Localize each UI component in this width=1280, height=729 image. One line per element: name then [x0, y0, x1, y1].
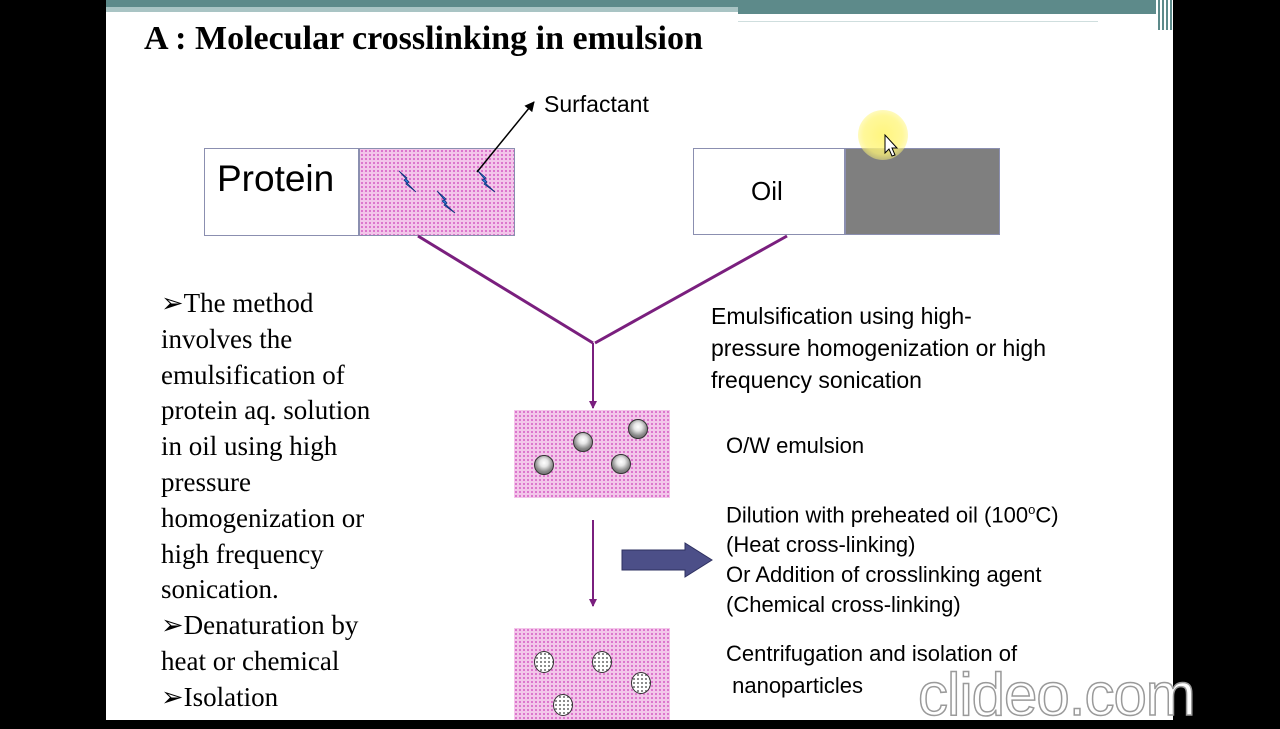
surfactant-icon [398, 169, 496, 214]
bullet-line: pressure [161, 466, 251, 497]
bullet-list: ➢The method involves the emulsification … [161, 286, 461, 716]
bullet-line: high frequency [161, 538, 324, 569]
bullet-line: involves the [161, 323, 293, 354]
surfactant-pointer [476, 101, 535, 173]
top-line-thin [738, 21, 1098, 22]
nanoparticle [631, 672, 651, 694]
bullet-item: ➢The method [161, 288, 314, 318]
nanoparticle [534, 651, 554, 673]
oil-label: Oil [751, 176, 783, 206]
centrifugation-text: Centrifugation and isolation of nanopart… [726, 641, 1018, 698]
oil-droplet [573, 432, 593, 452]
bullet-line: emulsification of [161, 359, 345, 390]
bullet-line: heat or chemical [161, 645, 340, 676]
emulsification-text: Emulsification using high- pressure homo… [711, 303, 1046, 393]
protein-box [204, 148, 359, 236]
oil-merge-line [594, 234, 788, 345]
block-arrow [621, 542, 713, 578]
slide-title: A : Molecular crosslinking in emulsion [144, 20, 703, 57]
crosslinking-text: Dilution with preheated oil (100oC) (Hea… [726, 502, 1059, 618]
slide: A : Molecular crosslinking in emulsion P… [106, 0, 1173, 720]
bullet-line: in oil using high [161, 431, 338, 462]
cursor-highlight [858, 110, 908, 160]
bullet-item: ➢Denaturation by [161, 610, 359, 641]
top-line-white [738, 17, 1098, 19]
protein-label: Protein [217, 158, 335, 199]
top-bar-light [106, 7, 738, 12]
oil-droplet [628, 419, 648, 439]
diagram-arrows [398, 101, 788, 607]
bullet-line: protein aq. solution [161, 395, 371, 426]
corner-stripes [1156, 0, 1173, 30]
bullet-line: sonication. [161, 574, 279, 605]
nanoparticle [553, 694, 573, 716]
top-bar [106, 0, 1173, 7]
oil-droplet [534, 455, 554, 475]
protein-merge-line [417, 234, 594, 345]
bullet-line: homogenization or [161, 502, 365, 533]
protein-solution [359, 148, 515, 236]
top-bar-right [738, 0, 1173, 14]
oil-phase [845, 148, 1000, 235]
bullet-item: ➢Isolation [161, 681, 279, 712]
surfactant-label: Surfactant [544, 91, 649, 117]
watermark: clideo.com [917, 660, 1196, 729]
oil-droplet [611, 454, 631, 474]
nanoparticle [592, 651, 612, 673]
oil-box [693, 148, 845, 235]
ow-emulsion-label: O/W emulsion [726, 433, 865, 458]
